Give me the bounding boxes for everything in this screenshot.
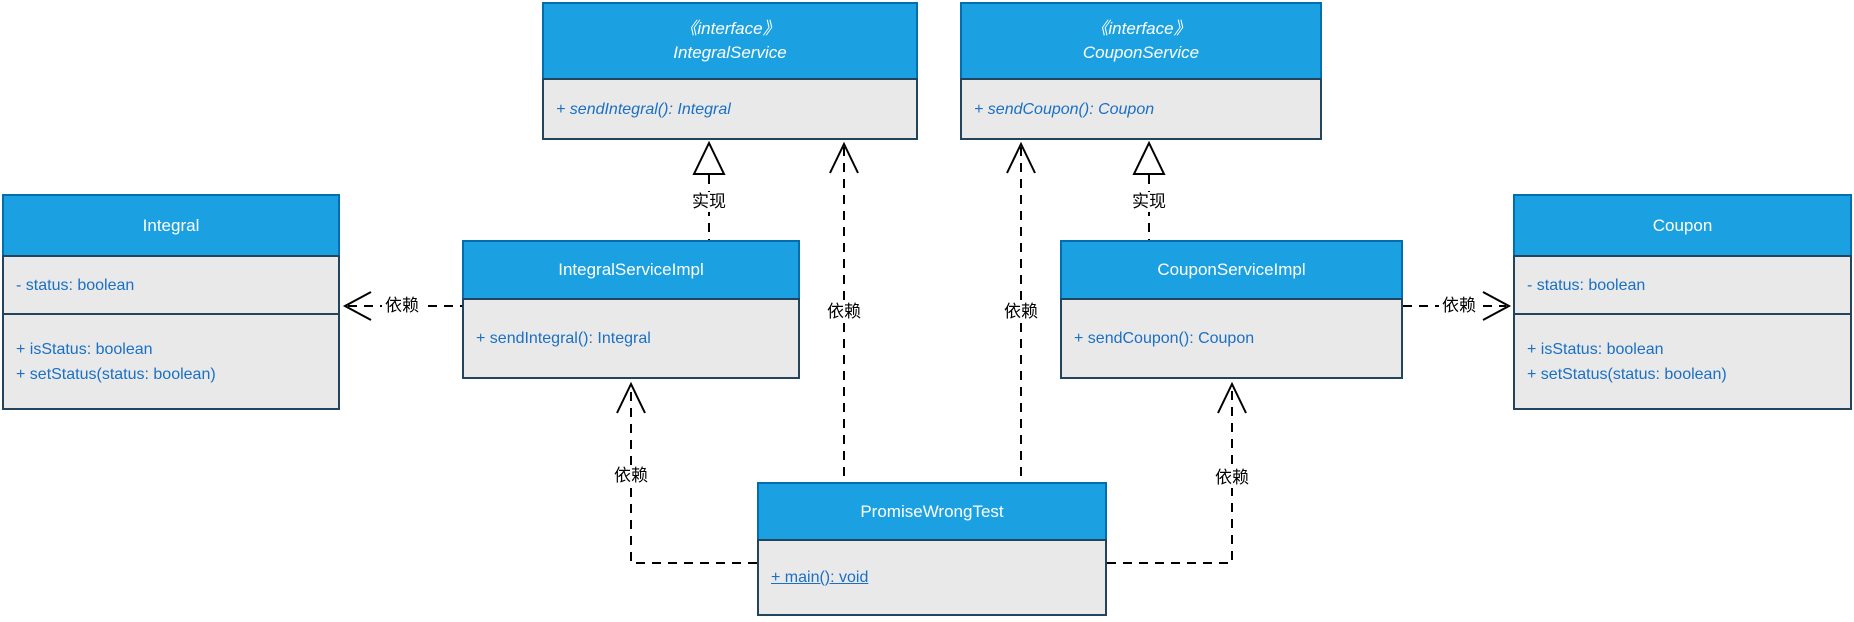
- class-integral-service[interactable]: 《interface》 IntegralService + sendIntegr…: [542, 2, 918, 140]
- dependency-label: 依赖: [382, 296, 422, 316]
- class-coupon[interactable]: Coupon - status: boolean + isStatus: boo…: [1513, 194, 1852, 410]
- class-title-bar: 《interface》 IntegralService: [542, 2, 918, 80]
- method-item: + main(): void: [771, 569, 869, 586]
- methods-section: + sendIntegral(): Integral: [462, 298, 800, 379]
- stereotype-label: 《interface》: [1091, 19, 1191, 38]
- class-integral-service-impl[interactable]: IntegralServiceImpl + sendIntegral(): In…: [462, 240, 800, 379]
- dependency-arrowhead-icon: [616, 381, 646, 414]
- realization-triangle-icon: [692, 140, 726, 175]
- class-title-bar: IntegralServiceImpl: [462, 240, 800, 300]
- class-title-bar: CouponServiceImpl: [1060, 240, 1403, 300]
- attribute-item: - status: boolean: [16, 276, 135, 294]
- class-title-bar: Integral: [2, 194, 340, 257]
- class-title-bar: PromiseWrongTest: [757, 482, 1107, 541]
- dependency-arrowhead-icon: [342, 291, 372, 321]
- stereotype-label: 《interface》: [680, 19, 780, 38]
- realization-label: 实现: [1129, 192, 1169, 212]
- dependency-arrowhead-icon: [1006, 141, 1036, 174]
- class-name: PromiseWrongTest: [860, 501, 1004, 521]
- method-item: + isStatus: boolean: [16, 340, 153, 358]
- class-integral[interactable]: Integral - status: boolean + isStatus: b…: [2, 194, 340, 410]
- class-coupon-service-impl[interactable]: CouponServiceImpl + sendCoupon(): Coupon: [1060, 240, 1403, 379]
- method-item: + setStatus(status: boolean): [1527, 365, 1727, 383]
- dependency-arrowhead-icon: [1482, 291, 1512, 321]
- dependency-label: 依赖: [1439, 296, 1479, 316]
- attribute-item: - status: boolean: [1527, 276, 1646, 294]
- dependency-label: 依赖: [824, 302, 864, 322]
- methods-section: + main(): void: [757, 539, 1107, 616]
- realization-triangle-icon: [1132, 140, 1166, 175]
- methods-section: + sendCoupon(): Coupon: [1060, 298, 1403, 379]
- method-item: + sendIntegral(): Integral: [556, 100, 731, 118]
- class-coupon-service[interactable]: 《interface》 CouponService + sendCoupon()…: [960, 2, 1322, 140]
- class-name: IntegralService: [673, 43, 787, 62]
- attributes-section: - status: boolean: [2, 255, 340, 315]
- methods-section: + sendCoupon(): Coupon: [960, 78, 1322, 140]
- class-title-bar: Coupon: [1513, 194, 1852, 257]
- class-name: CouponServiceImpl: [1157, 260, 1306, 279]
- dependency-label: 依赖: [1001, 302, 1041, 322]
- class-promise-wrong-test[interactable]: PromiseWrongTest + main(): void: [757, 482, 1107, 616]
- dependency-arrowhead-icon: [1217, 381, 1247, 414]
- dependency-arrowhead-icon: [829, 141, 859, 174]
- class-name: Coupon: [1652, 215, 1713, 235]
- methods-section: + sendIntegral(): Integral: [542, 78, 918, 140]
- method-item: + isStatus: boolean: [1527, 340, 1664, 358]
- method-item: + setStatus(status: boolean): [16, 365, 216, 383]
- methods-section: + isStatus: boolean + setStatus(status: …: [2, 313, 340, 410]
- method-item: + sendCoupon(): Coupon: [974, 100, 1155, 118]
- method-item: + sendIntegral(): Integral: [476, 330, 651, 347]
- methods-section: + isStatus: boolean + setStatus(status: …: [1513, 313, 1852, 410]
- method-item: + sendCoupon(): Coupon: [1074, 330, 1255, 347]
- class-name: IntegralServiceImpl: [558, 260, 704, 279]
- class-title-bar: 《interface》 CouponService: [960, 2, 1322, 80]
- realization-label: 实现: [689, 192, 729, 212]
- attributes-section: - status: boolean: [1513, 255, 1852, 315]
- class-name: Integral: [142, 215, 200, 235]
- class-name: CouponService: [1082, 43, 1200, 62]
- dependency-label: 依赖: [611, 466, 651, 486]
- dependency-label: 依赖: [1212, 468, 1252, 488]
